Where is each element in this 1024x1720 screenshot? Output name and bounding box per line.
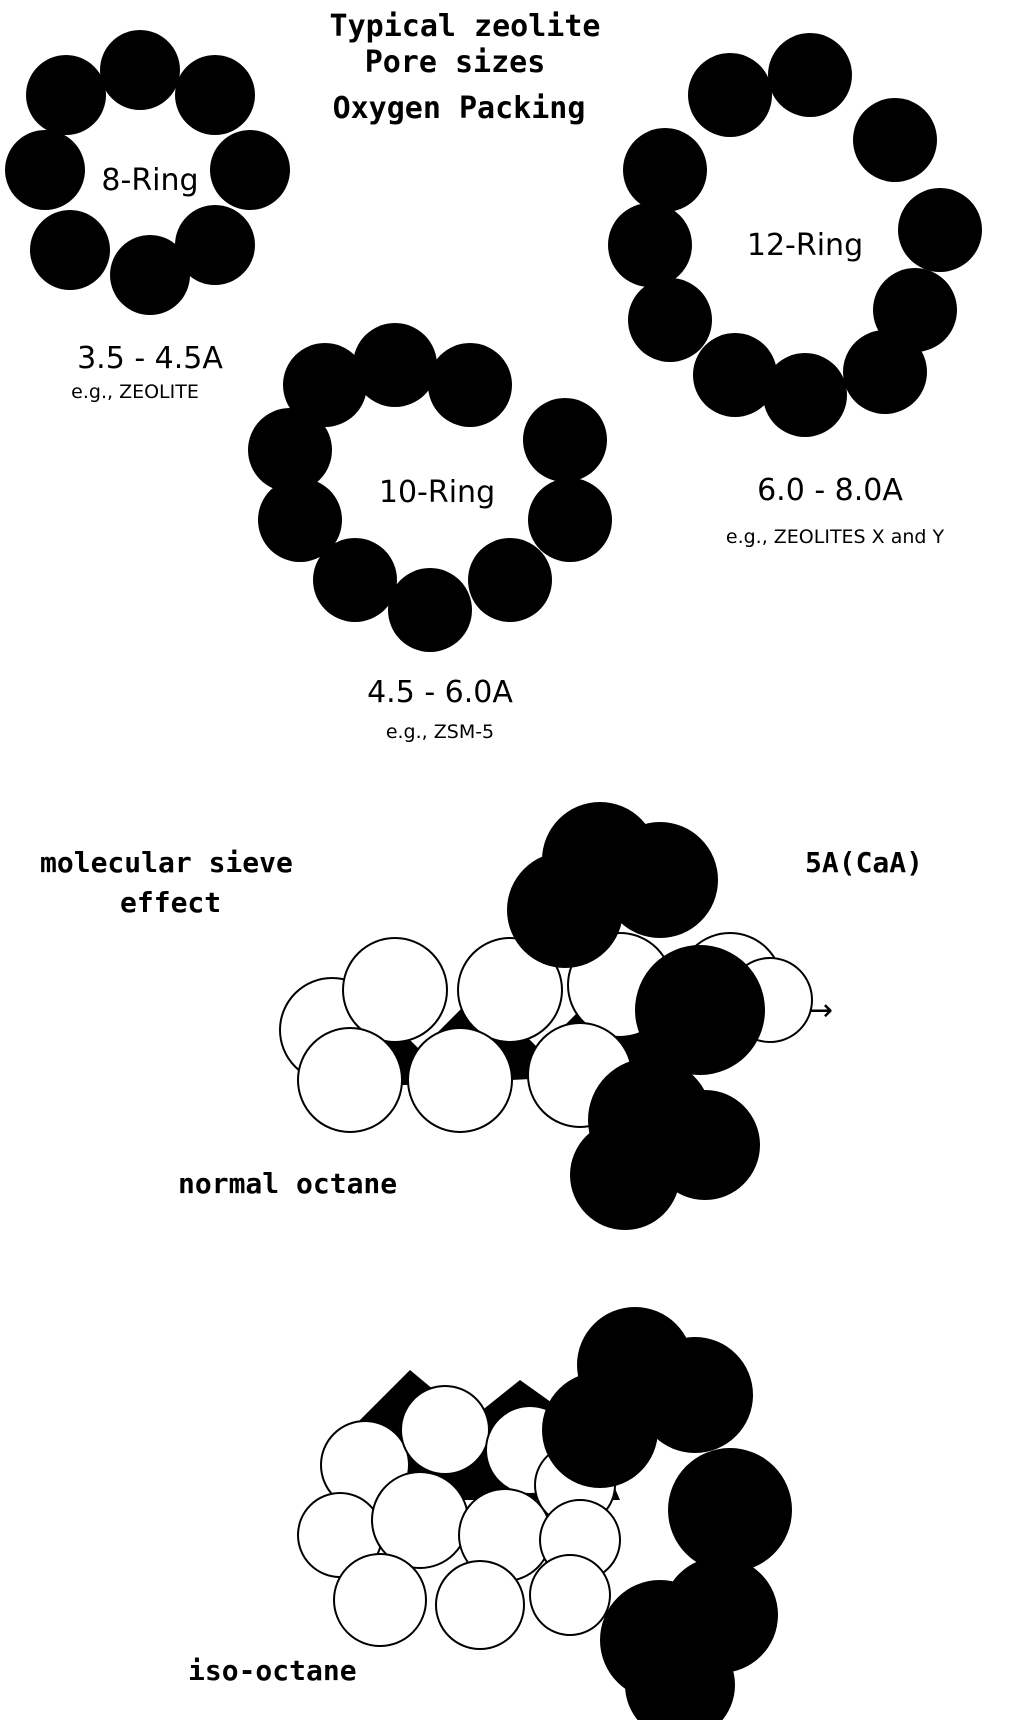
oxygen-atom [637, 1337, 753, 1453]
oxygen-atom [668, 1448, 792, 1572]
zeolite-type-label: 5A(CaA) [805, 846, 923, 879]
oxygen-atom [100, 30, 180, 110]
oxygen-atom [210, 130, 290, 210]
oxygen-atom [635, 945, 765, 1075]
zeolite-window-normal [507, 802, 765, 1230]
oxygen-atom [388, 568, 472, 652]
hydrogen-atom [400, 1385, 490, 1475]
hydrogen-atom [435, 1560, 525, 1650]
ring-12-label: 12-Ring [747, 228, 863, 263]
ring-10-example: e.g., ZSM-5 [386, 721, 494, 743]
ring-12-oxygens [608, 33, 982, 437]
hydrogen-atom [407, 1027, 513, 1133]
ring-10-size: 4.5 - 6.0A [367, 675, 513, 710]
ring-10: 10-Ring 4.5 - 6.0A e.g., ZSM-5 [248, 323, 612, 743]
ring-8-oxygens [5, 30, 290, 315]
ring-8-example: e.g., ZEOLITE [71, 381, 199, 403]
oxygen-atom [570, 1120, 680, 1230]
oxygen-atom [523, 398, 607, 482]
hydrogen-atom [529, 1554, 611, 1636]
oxygen-atom [175, 55, 255, 135]
oxygen-atom [353, 323, 437, 407]
oxygen-atom [693, 333, 777, 417]
zeolite-window-iso [542, 1307, 792, 1720]
oxygen-atom [602, 822, 718, 938]
ring-8-size: 3.5 - 4.5A [77, 341, 223, 376]
oxygen-atom [26, 55, 106, 135]
sieve-heading-line-1: molecular sieve [40, 846, 293, 879]
ring-10-label: 10-Ring [379, 475, 495, 510]
oxygen-atom [175, 205, 255, 285]
pass-arrow: → [808, 993, 833, 1028]
oxygen-atom [5, 130, 85, 210]
ring-12-example: e.g., ZEOLITES X and Y [726, 526, 945, 548]
hydrogen-atom [297, 1027, 403, 1133]
oxygen-atom [428, 343, 512, 427]
title-block: Typical zeolite Pore sizes Oxygen Packin… [330, 9, 601, 126]
sieve-labels: molecular sieve effect 5A(CaA) [40, 846, 923, 919]
hydrogen-atom [457, 937, 563, 1043]
oxygen-atom [625, 1630, 735, 1720]
title-line-3: Oxygen Packing [333, 91, 586, 126]
oxygen-atom [898, 188, 982, 272]
oxygen-atom [688, 53, 772, 137]
iso-octane-molecule [297, 1370, 621, 1650]
oxygen-atom [843, 330, 927, 414]
normal-octane-label: normal octane [178, 1167, 397, 1200]
oxygen-atom [110, 235, 190, 315]
ring-8: 8-Ring 3.5 - 4.5A e.g., ZEOLITE [5, 30, 290, 403]
oxygen-atom [768, 33, 852, 117]
oxygen-atom [623, 128, 707, 212]
oxygen-atom [468, 538, 552, 622]
oxygen-atom [258, 478, 342, 562]
hydrogen-atom [333, 1553, 427, 1647]
oxygen-atom [608, 203, 692, 287]
title-line-2: Pore sizes [365, 45, 546, 80]
oxygen-atom [853, 98, 937, 182]
oxygen-atom [248, 408, 332, 492]
iso-octane-label: iso-octane [188, 1654, 357, 1687]
oxygen-atom [542, 1372, 658, 1488]
sieve-heading-line-2: effect [120, 886, 221, 919]
oxygen-atom [30, 210, 110, 290]
hydrogen-atom [342, 937, 448, 1043]
ring-12-size: 6.0 - 8.0A [757, 473, 903, 508]
ring-10-oxygens [248, 323, 612, 652]
oxygen-atom [628, 278, 712, 362]
ring-12: 12-Ring 6.0 - 8.0A e.g., ZEOLITES X and … [608, 33, 982, 548]
oxygen-atom [507, 852, 623, 968]
oxygen-atom [528, 478, 612, 562]
oxygen-atom [313, 538, 397, 622]
title-line-1: Typical zeolite [330, 9, 601, 44]
oxygen-atom [763, 353, 847, 437]
ring-8-label: 8-Ring [101, 163, 198, 198]
oxygen-atom [283, 343, 367, 427]
